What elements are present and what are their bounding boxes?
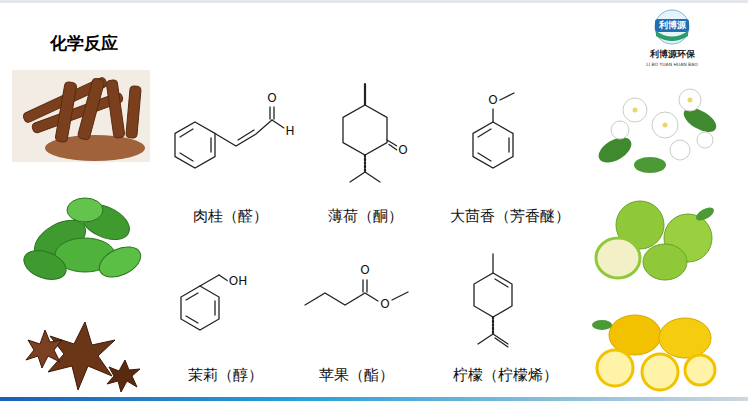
atom-label: O bbox=[379, 298, 390, 312]
compound-label: 苹果（酯） bbox=[319, 367, 394, 384]
apple-photo bbox=[596, 201, 716, 280]
slide-title: 化学反应 bbox=[50, 32, 118, 55]
star-anise-photo bbox=[26, 322, 140, 392]
atom-label: O bbox=[266, 92, 277, 106]
compound-label: 薄荷（酮） bbox=[328, 208, 403, 225]
atom-label: O bbox=[487, 94, 498, 108]
compound-label: 肉桂（醛） bbox=[193, 208, 268, 225]
compound-label: 柠檬（柠檬烯） bbox=[453, 367, 558, 384]
logo-badge-text: 利博源 bbox=[659, 21, 686, 31]
cinnamon-photo bbox=[12, 70, 150, 162]
lemon-photo bbox=[592, 315, 715, 390]
logo-pinyin: LI BO YUAN HUAN BAO bbox=[646, 62, 697, 67]
jasmine-photo bbox=[594, 89, 720, 173]
atom-label: O bbox=[359, 264, 370, 278]
atom-label: H bbox=[284, 125, 295, 139]
compound-label: 茉莉（醇） bbox=[188, 367, 263, 384]
compound-label: 大茴香（芳香醚） bbox=[450, 208, 570, 225]
logo bbox=[655, 10, 689, 44]
logo-name: 利博源环保 bbox=[650, 50, 695, 60]
mint-photo bbox=[20, 197, 146, 284]
atom-label: O bbox=[397, 144, 408, 158]
atom-label: OH bbox=[228, 275, 248, 289]
